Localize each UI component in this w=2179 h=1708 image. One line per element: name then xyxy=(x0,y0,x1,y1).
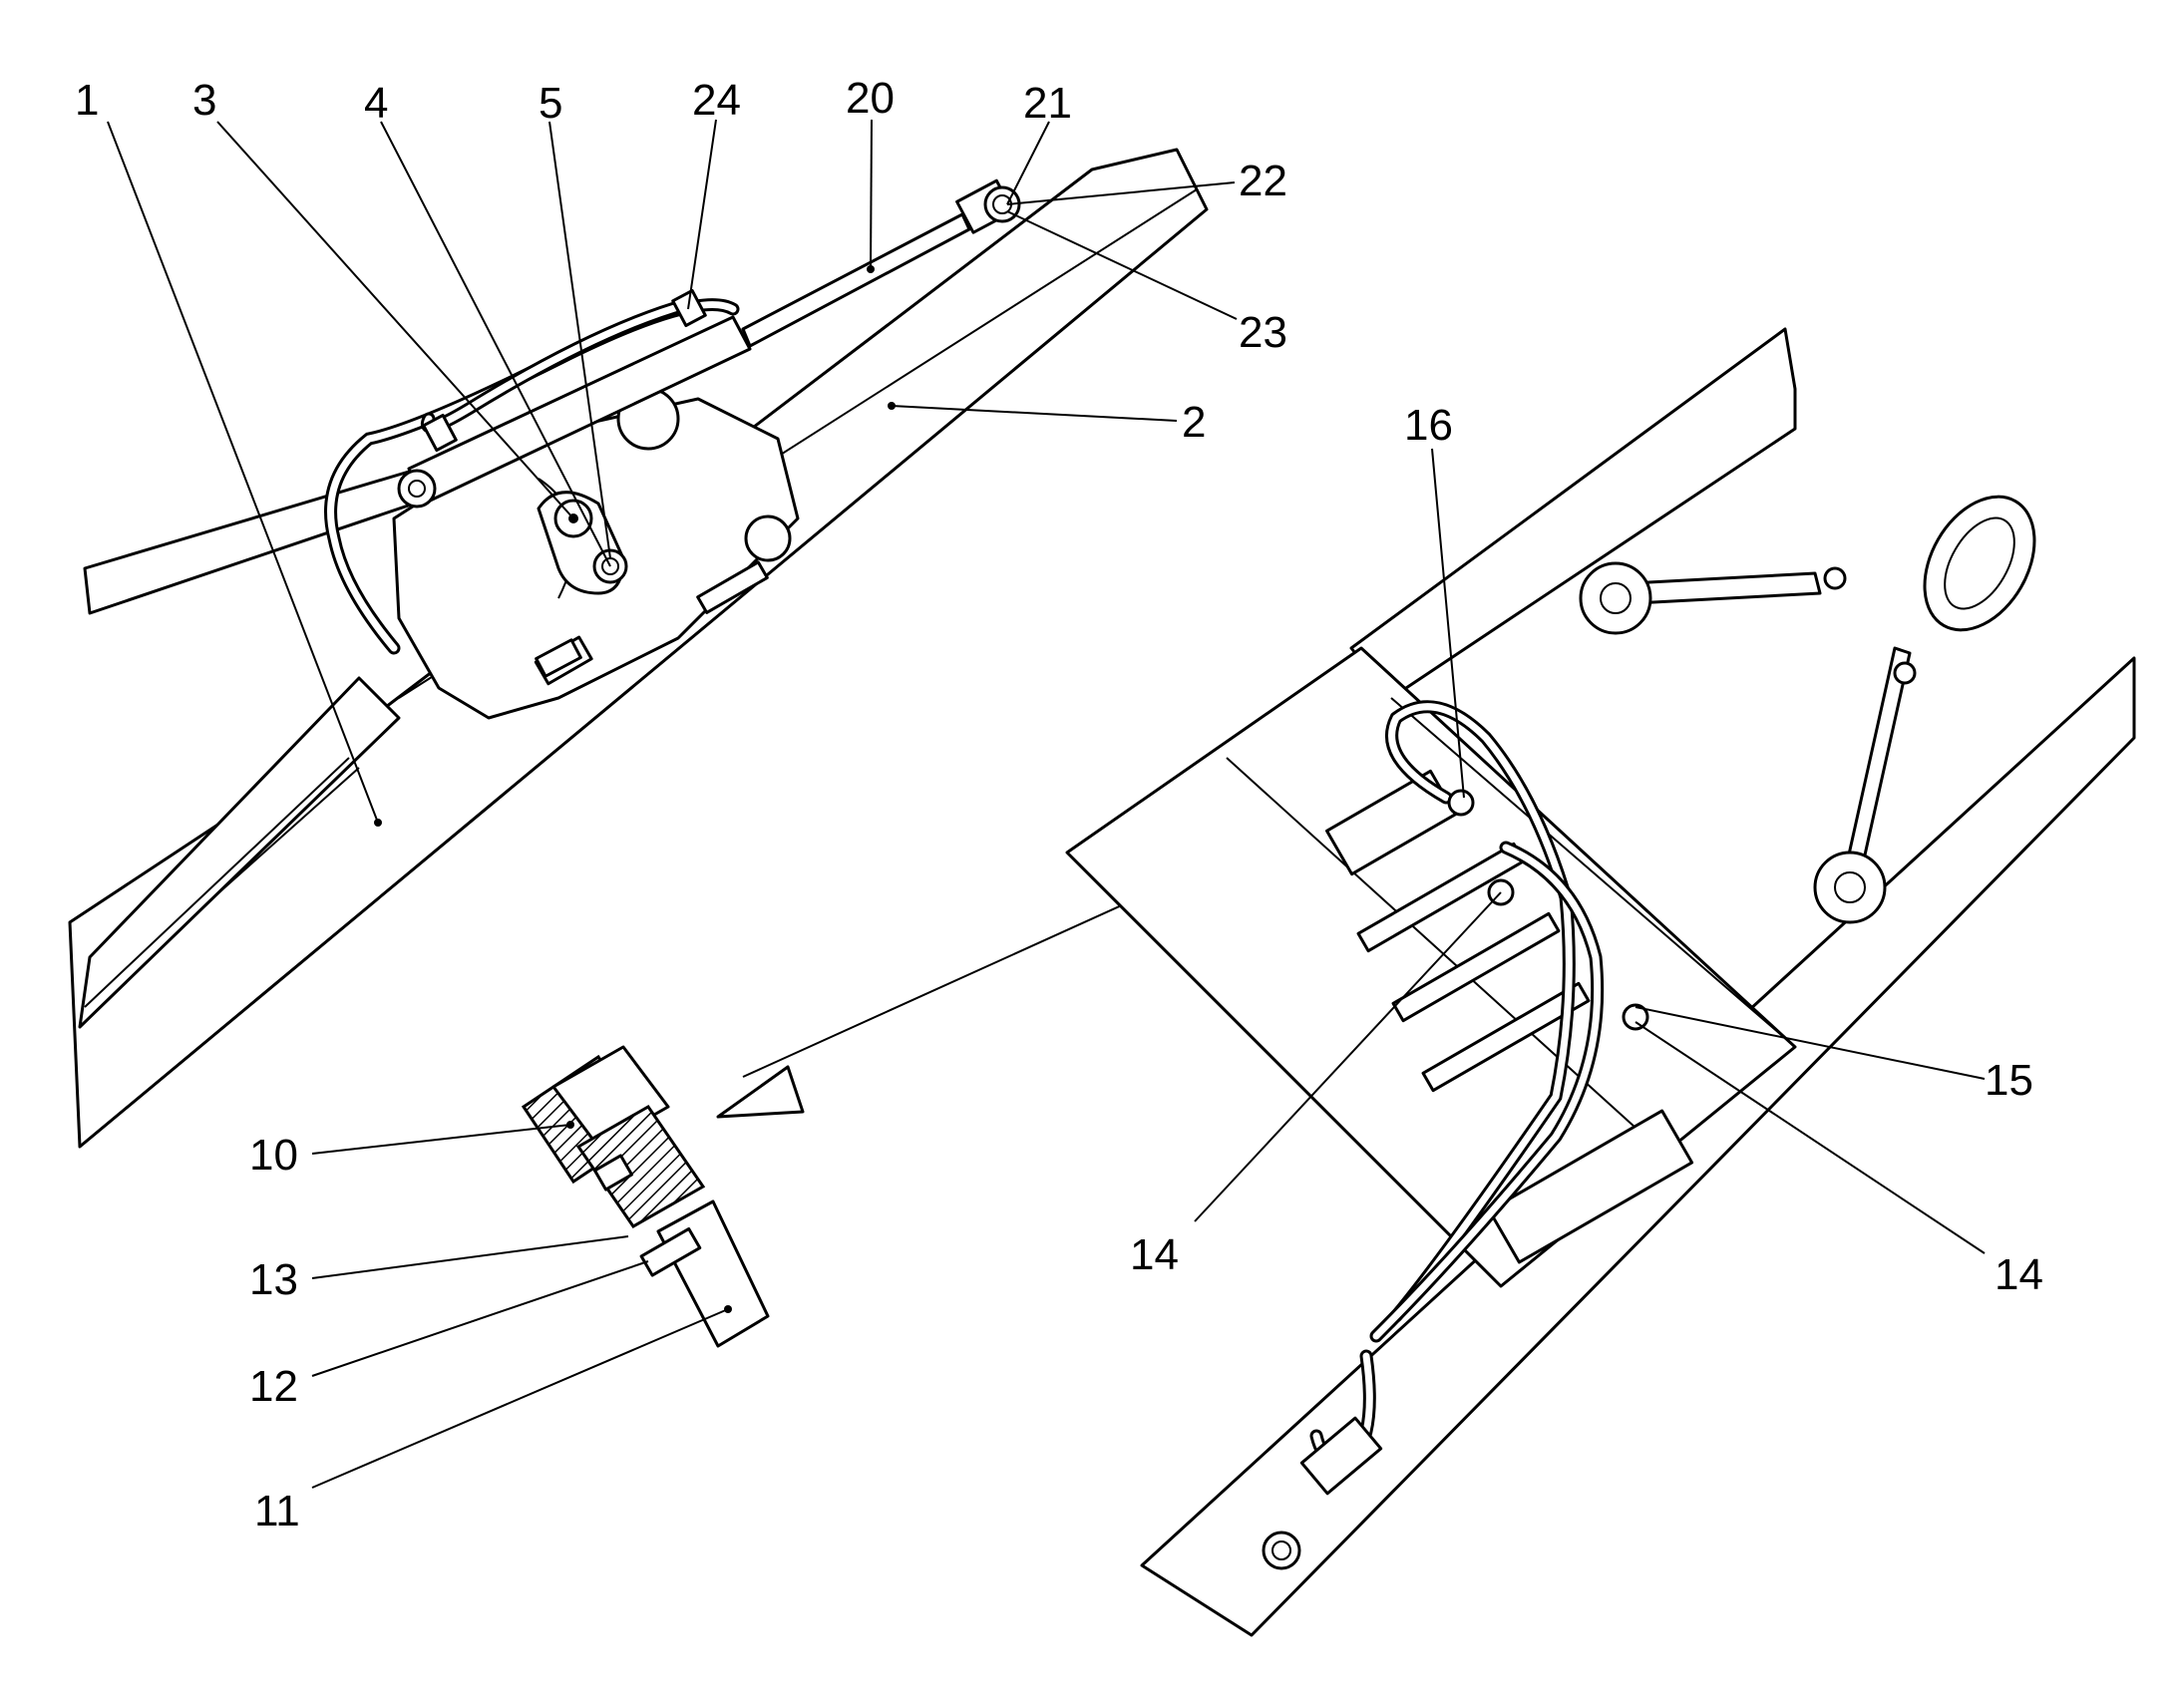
pin-detail xyxy=(521,812,1327,1348)
leader-23 xyxy=(1006,210,1238,320)
leader-15 xyxy=(1634,1006,1986,1080)
callout-22: 22 xyxy=(1239,157,1287,205)
beam-part-1 xyxy=(78,676,401,1029)
leader-4 xyxy=(380,121,611,567)
callout-2: 2 xyxy=(1182,398,1206,447)
callout-1: 1 xyxy=(75,76,99,125)
crossbar xyxy=(83,467,431,615)
callout-12: 12 xyxy=(249,1362,298,1411)
cylinder-rod-20 xyxy=(741,212,971,348)
callout-16: 16 xyxy=(1404,401,1453,450)
leader-21 xyxy=(1006,121,1050,205)
callout-4: 4 xyxy=(364,79,388,128)
callout-24: 24 xyxy=(692,76,741,125)
leader-2 xyxy=(891,405,1178,422)
leader-14b xyxy=(1634,1021,1986,1254)
callouts: 1 3 4 5 24 20 21 22 23 2 16 15 14 14 10 … xyxy=(75,74,2043,1536)
right-assembly xyxy=(1065,327,2136,1637)
callout-5: 5 xyxy=(539,79,562,128)
leader-12 xyxy=(311,1260,649,1377)
leader-13 xyxy=(311,1235,629,1279)
callout-10: 10 xyxy=(249,1131,298,1180)
callout-11: 11 xyxy=(254,1487,300,1536)
callout-13: 13 xyxy=(249,1255,298,1304)
leader-3 xyxy=(216,121,574,519)
callout-14b: 14 xyxy=(1995,1250,2043,1299)
leader-1 xyxy=(107,121,379,824)
pin-shaft-11 xyxy=(656,1199,770,1348)
callout-21: 21 xyxy=(1023,79,1072,128)
chain-ring xyxy=(1923,495,2036,632)
leader-10 xyxy=(311,1124,571,1155)
callout-14a: 14 xyxy=(1130,1230,1179,1279)
upper-beam xyxy=(1349,327,1797,700)
leader-20 xyxy=(870,119,873,270)
leader-11 xyxy=(311,1308,729,1489)
leader-16 xyxy=(1431,448,1465,799)
callout-23: 23 xyxy=(1239,308,1287,357)
leader-22 xyxy=(1006,181,1236,205)
callout-20: 20 xyxy=(846,74,895,123)
callout-3: 3 xyxy=(192,76,216,125)
leader-lines xyxy=(107,119,1986,1489)
left-assembly xyxy=(68,148,1209,1149)
leader-14a xyxy=(1194,891,1502,1222)
callout-15: 15 xyxy=(1985,1056,2033,1105)
leader-24 xyxy=(687,119,717,310)
leader-5 xyxy=(548,121,611,559)
